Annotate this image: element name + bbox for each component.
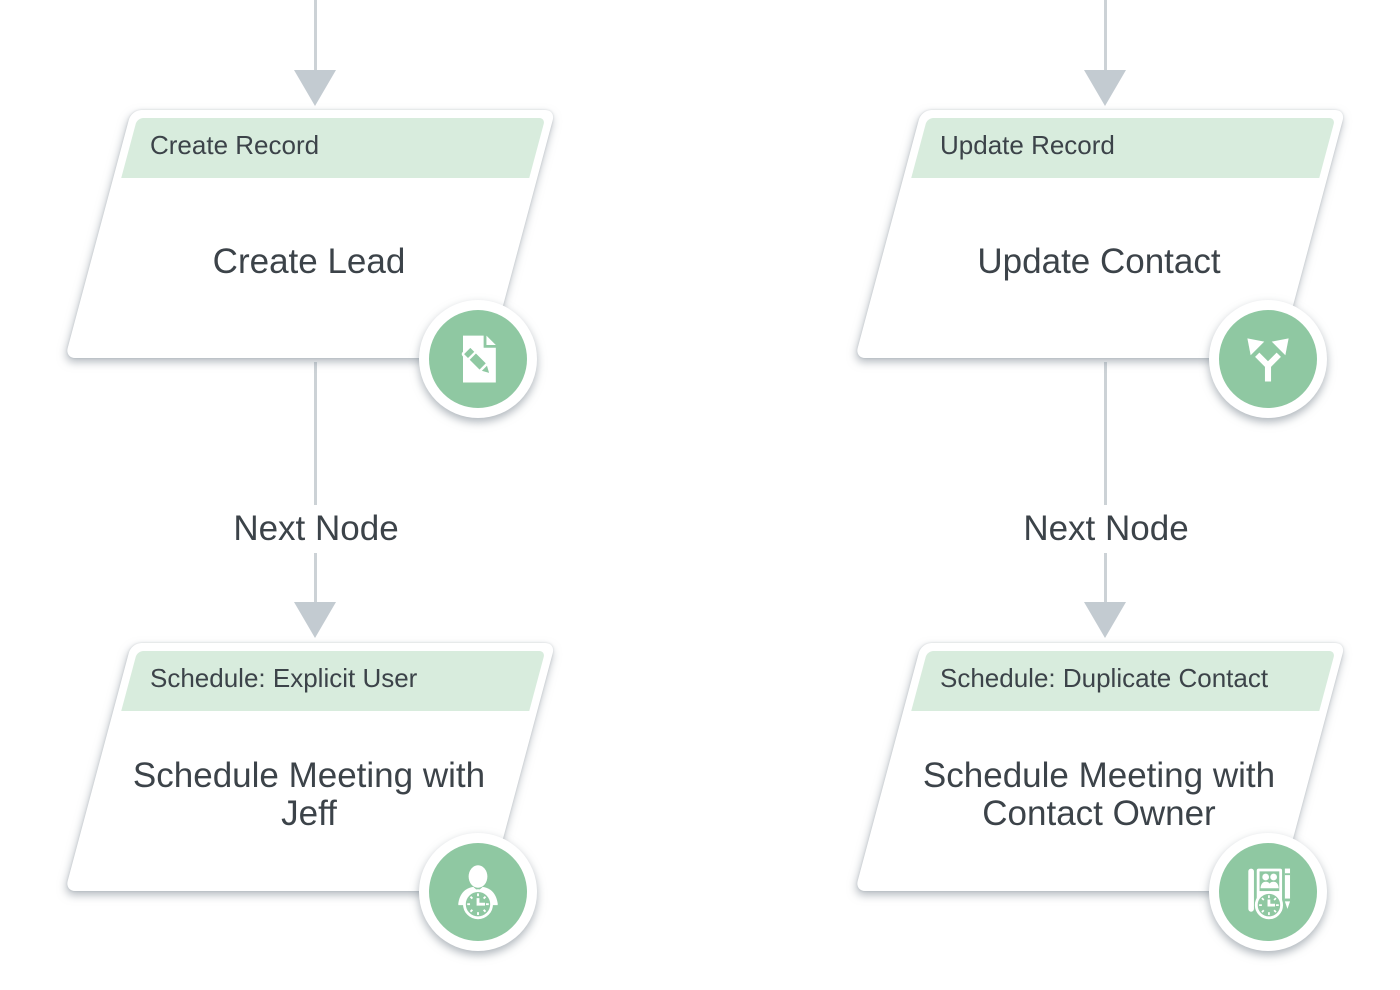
node-badge [1209,833,1327,951]
node-title: Schedule Meeting with Contact Owner [922,755,1276,833]
connector-line [313,362,317,602]
branch-arrows-icon [1219,310,1317,408]
node-badge [419,300,537,418]
node-update-contact[interactable]: Update Record Update Contact [855,110,1346,418]
person-clock-icon [429,843,527,941]
node-title: Schedule Meeting with Jeff [132,755,486,833]
node-badge [419,833,537,951]
connector-line [313,0,317,72]
connector-next-node-label: Next Node [1009,505,1203,553]
node-type-label: Create Record [150,130,320,160]
node-title: Create Lead [212,241,406,281]
node-type-label: Schedule: Duplicate Contact [940,663,1269,693]
document-pencil-icon [429,310,527,408]
arrow-down-icon [294,70,336,106]
node-type-label: Schedule: Explicit User [150,663,418,693]
node-title: Update Contact [977,241,1221,281]
arrow-down-icon [294,602,336,638]
connector-line [1103,362,1107,602]
connector-next-node-label: Next Node [219,505,413,553]
node-schedule-meeting-jeff[interactable]: Schedule: Explicit User Schedule Meeting… [65,643,556,951]
node-badge [1209,300,1327,418]
arrow-down-icon [1084,602,1126,638]
node-schedule-meeting-contact-owner[interactable]: Schedule: Duplicate Contact Schedule Mee… [855,643,1346,951]
arrow-down-icon [1084,70,1126,106]
node-type-label: Update Record [940,130,1115,160]
contacts-clock-icon [1219,843,1317,941]
node-create-lead[interactable]: Create Record Create Lead [65,110,556,418]
connector-line [1103,0,1107,72]
